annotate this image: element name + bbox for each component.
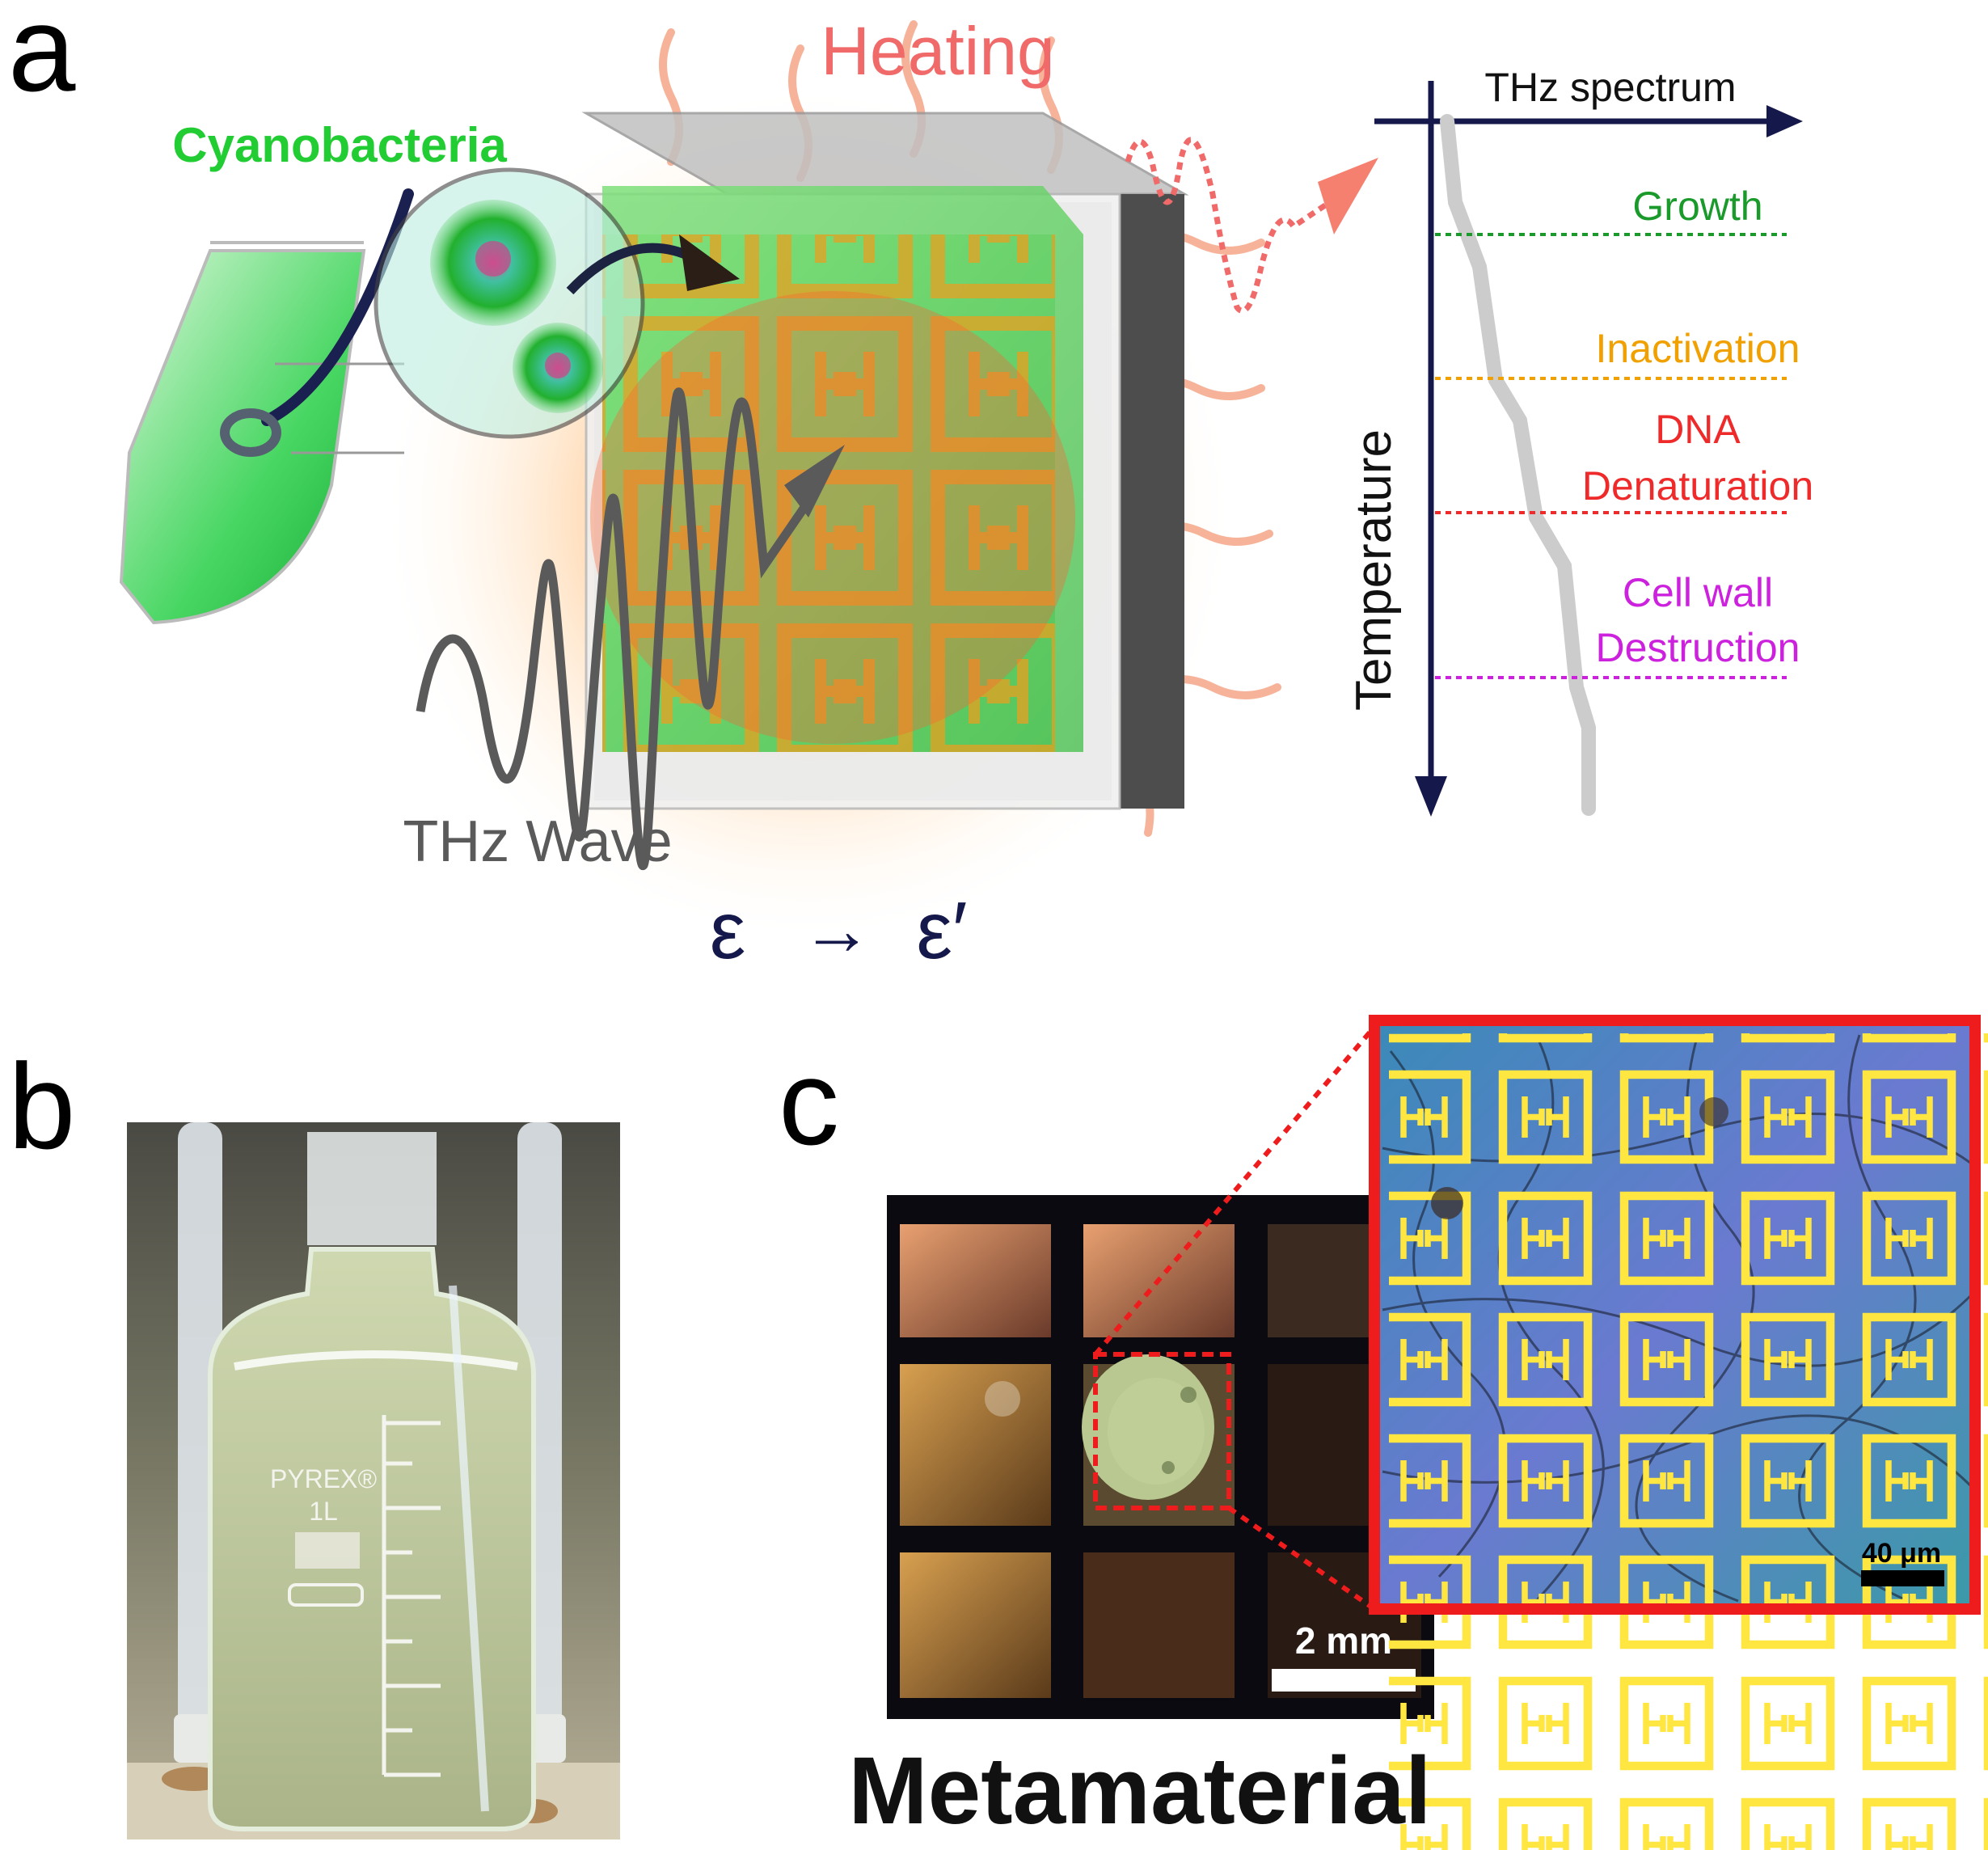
- cyanobacteria-label: Cyanobacteria: [172, 118, 507, 172]
- panel-letter-a: a: [8, 0, 76, 116]
- metamaterial-chip-photo: 2 mm: [887, 1195, 1434, 1719]
- spectrum-curve: [1440, 114, 1596, 816]
- epsilon-from: ε: [710, 885, 746, 976]
- stage-label: Denaturation: [1582, 463, 1813, 509]
- zoomed-micrograph: 40 μm: [1369, 1015, 1988, 1850]
- scale-bar-main-label: 2 mm: [1295, 1620, 1392, 1662]
- transfer-arrow-icon: [566, 243, 698, 295]
- epsilon-to: ε′: [916, 885, 967, 976]
- zoom-line-top: [1093, 1025, 1377, 1356]
- scale-bar-zoom-label: 40 μm: [1862, 1538, 1941, 1569]
- thz-wave-label: THz Wave: [403, 809, 672, 874]
- transmitted-wave-icon: [1125, 137, 1344, 314]
- flask-icon: [119, 188, 414, 625]
- axis-x-label: THz spectrum: [1484, 65, 1736, 110]
- zoom-frame: [1369, 1015, 1981, 1615]
- stage-label: Cell wall: [1623, 570, 1773, 615]
- axis-y-label: Temperature: [1346, 429, 1402, 711]
- stage-label: Growth: [1632, 184, 1762, 229]
- panel-c: c 2 mm: [779, 1015, 1988, 1850]
- bottle-brand: PYREX®: [270, 1464, 377, 1493]
- panel-letter-b: b: [8, 1038, 75, 1174]
- metamaterial-plate: [581, 112, 1189, 810]
- metamaterial-caption: Metamaterial: [848, 1738, 1431, 1844]
- panel-letter-c: c: [779, 1034, 839, 1170]
- heating-label: Heating: [821, 13, 1055, 89]
- panel-a: a Heating: [8, 0, 1813, 976]
- epsilon-arrow: →: [801, 889, 872, 969]
- bottle-volume: 1L: [309, 1497, 338, 1526]
- panel-b: b: [8, 1038, 620, 1839]
- stage-label: DNA: [1655, 407, 1741, 452]
- stage-label: Destruction: [1596, 625, 1800, 670]
- thz-wave-icon: [416, 387, 813, 871]
- stage-label: Inactivation: [1596, 326, 1800, 371]
- bottle-photo: PYREX® 1L: [127, 1122, 620, 1839]
- magnifier-circle: [374, 167, 645, 439]
